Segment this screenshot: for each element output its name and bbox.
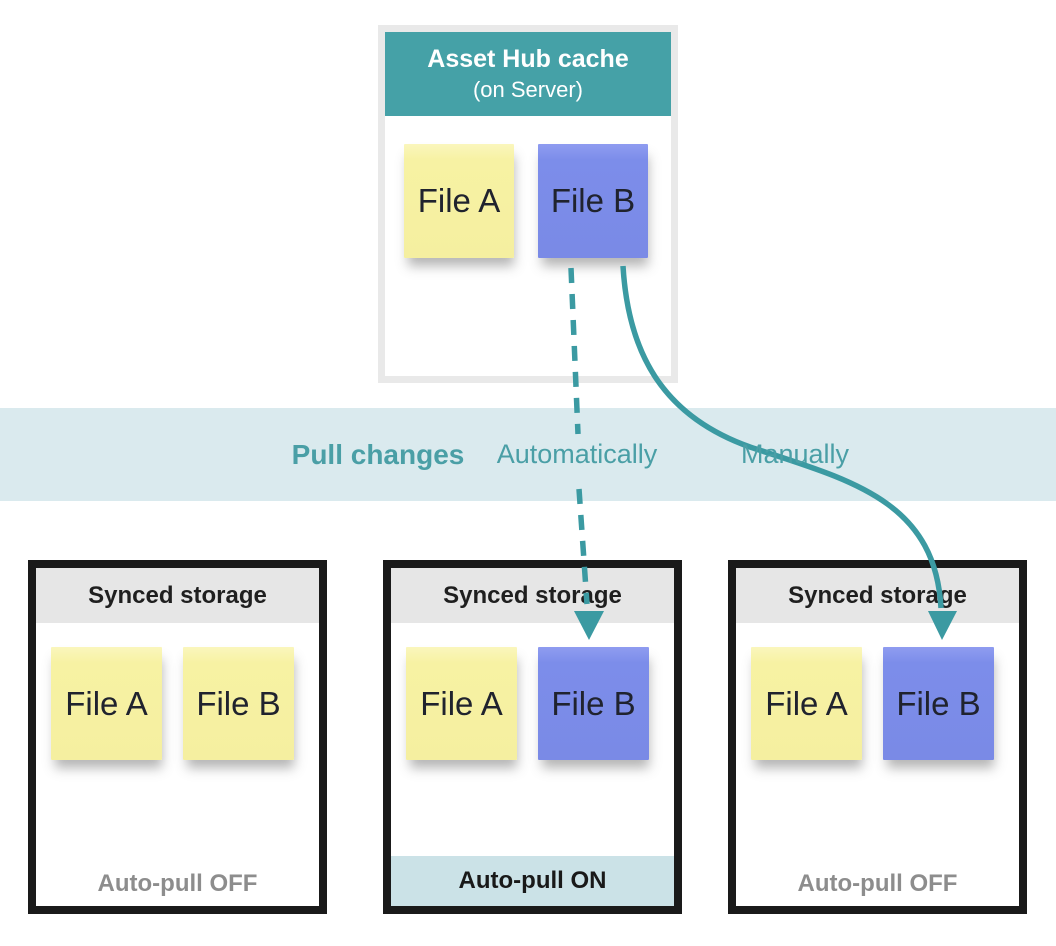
auto-pull-status: Auto-pull OFF [797,870,958,897]
storage-title: Synced storage [88,581,267,609]
auto-pull-status: Auto-pull OFF [97,870,258,897]
cache-subtitle: (on Server) [472,76,584,102]
cache-file-a-note: File A [404,144,514,258]
storage-middle-file-b-note: File B [538,647,649,760]
auto-pull-status: Auto-pull ON [391,856,674,906]
storage-header: Synced storage [391,568,674,623]
storage-title: Synced storage [443,581,622,609]
auto-pull-status-label: Auto-pull ON [458,867,607,894]
note-label: File B [551,684,636,722]
storage-left-file-b-note: File B [183,647,294,760]
cache-file-b-note: File B [538,144,648,258]
cache-header: Asset Hub cache (on Server) [385,32,671,116]
note-label: File A [65,684,148,722]
storage-box-left: Synced storage File A File B Auto-pull O… [28,560,327,914]
asset-hub-cache-box: Asset Hub cache (on Server) File A File … [378,25,678,383]
note-label: File B [550,182,636,219]
pull-changes-band [0,408,1056,501]
storage-box-right: Synced storage File A File B Auto-pull O… [728,560,1027,914]
note-label: File A [417,182,501,219]
storage-header: Synced storage [36,568,319,623]
storage-title: Synced storage [788,581,967,609]
storage-box-middle: Synced storage File A File B Auto-pull O… [383,560,682,914]
note-label: File B [196,684,281,722]
note-label: File A [420,684,503,722]
storage-middle-file-a-note: File A [406,647,517,760]
storage-left-file-a-note: File A [51,647,162,760]
note-label: File A [765,684,848,722]
storage-right-file-a-note: File A [751,647,862,760]
cache-title: Asset Hub cache [427,45,629,74]
note-label: File B [896,684,981,722]
storage-right-file-b-note: File B [883,647,994,760]
storage-header: Synced storage [736,568,1019,623]
